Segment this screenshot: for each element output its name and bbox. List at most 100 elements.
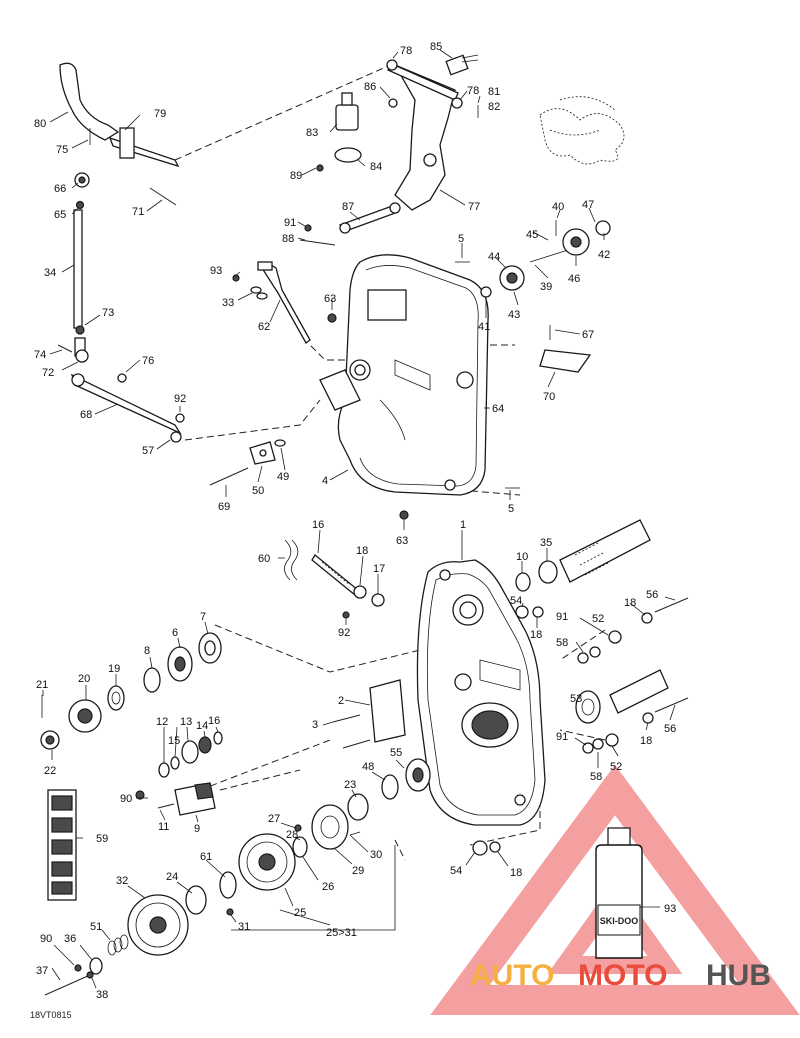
- callout-93-lower: 93: [664, 903, 676, 915]
- spring-60: [284, 539, 299, 581]
- callout-18-bottom: 18: [510, 867, 522, 879]
- callout-50: 50: [252, 485, 264, 497]
- callout-5-top: 5: [458, 233, 464, 245]
- callout-34: 34: [44, 267, 56, 279]
- callout-75: 75: [56, 144, 68, 156]
- callout-53: 53: [570, 693, 582, 705]
- washer-58-upper: [577, 652, 589, 664]
- watermark-text-auto: AUTO: [470, 959, 554, 992]
- shaft-39: [529, 249, 569, 263]
- connection-lines: [174, 62, 606, 861]
- washer-91: [304, 224, 312, 232]
- nut-52-upper: [608, 630, 622, 644]
- callout-59: 59: [96, 833, 108, 845]
- bracket-50: [249, 441, 276, 465]
- rod-end-72: [74, 337, 89, 363]
- shift-lever-80: [59, 62, 120, 141]
- bottle-label: SKI-DOO: [600, 916, 639, 926]
- callout-56-lower: 56: [664, 723, 676, 735]
- callout-17: 17: [373, 563, 385, 575]
- callout-39: 39: [540, 281, 552, 293]
- callout-16-upper: 16: [312, 519, 324, 531]
- screw-92: [342, 611, 350, 619]
- callout-93-upper: 93: [210, 265, 222, 277]
- washer-58-lower: [582, 742, 594, 754]
- nut-18: [353, 585, 367, 599]
- callout-15: 15: [168, 735, 180, 747]
- bolt-69: [209, 467, 249, 486]
- callout-91-right-lower: 91: [556, 731, 568, 743]
- sprocket-32: [127, 894, 189, 956]
- callout-77: 77: [468, 201, 480, 213]
- tensioner-screw-16: [311, 554, 359, 596]
- drive-shaft-upper: [559, 519, 651, 583]
- screw-63-bottom: [399, 510, 409, 520]
- callout-12: 12: [156, 716, 168, 728]
- screw-89: [316, 164, 324, 172]
- callout-80: 80: [34, 118, 46, 130]
- tensioner-bracket-2: [369, 679, 406, 743]
- callout-69: 69: [218, 501, 230, 513]
- callout-61: 61: [200, 851, 212, 863]
- callout-63-bottom: 63: [396, 535, 408, 547]
- callout-41: 41: [478, 321, 490, 333]
- bushing-78-right: [451, 97, 463, 109]
- cover-bracket: [319, 369, 361, 411]
- oil-bottle-illustration: SKI-DOO: [595, 827, 643, 959]
- washer-38: [86, 971, 94, 979]
- chaincase-housing-1: [416, 559, 546, 826]
- callout-36: 36: [64, 933, 76, 945]
- callout-76: 76: [142, 355, 154, 367]
- bushing-19: [107, 685, 125, 711]
- washer-18-lower: [642, 712, 654, 724]
- drive-chain-59: [47, 789, 77, 901]
- leader-lines: [42, 49, 676, 989]
- bolt-3a: [332, 714, 361, 723]
- callout-81: 81: [488, 86, 500, 98]
- callout-23: 23: [344, 779, 356, 791]
- seal-10: [515, 572, 531, 592]
- actuator-83: [335, 92, 359, 131]
- callout-8: 8: [144, 645, 150, 657]
- callout-43: 43: [508, 309, 520, 321]
- callout-32: 32: [116, 875, 128, 887]
- washer-49: [274, 439, 286, 447]
- washer-18-bottom: [489, 841, 501, 853]
- bolt-56-upper: [654, 597, 689, 613]
- callout-49: 49: [277, 471, 289, 483]
- nut-93: [232, 274, 240, 282]
- nut-54-upper: [515, 605, 529, 619]
- callout-25: 25: [294, 907, 306, 919]
- callout-19: 19: [108, 663, 120, 675]
- callout-57: 57: [142, 445, 154, 457]
- cable-62: [257, 261, 311, 344]
- callout-22: 22: [44, 765, 56, 777]
- bearing-35: [538, 560, 558, 584]
- nut-73: [75, 325, 85, 335]
- lever-shaft-79: [108, 127, 180, 168]
- drive-shaft-lower: [609, 669, 669, 714]
- callout-18-right-lower: 18: [640, 735, 652, 747]
- nut-42: [595, 220, 611, 236]
- callout-35: 35: [540, 537, 552, 549]
- ring-48: [381, 774, 399, 800]
- bolt-71: [149, 187, 177, 206]
- chaincase-cover-4: [337, 254, 489, 496]
- callout-29: 29: [352, 865, 364, 877]
- screw-30: [349, 831, 361, 836]
- gear-25: [238, 833, 296, 891]
- bushing-78-left: [386, 59, 398, 71]
- washer-33a: [250, 286, 262, 294]
- callout-73: 73: [102, 307, 114, 319]
- callout-54-lower: 54: [450, 865, 462, 877]
- nut-52-lower: [605, 733, 619, 747]
- gear-43: [499, 265, 525, 291]
- callout-18-upper: 18: [356, 545, 368, 557]
- callout-1: 1: [460, 519, 466, 531]
- callout-55: 55: [390, 747, 402, 759]
- bearing-7: [198, 632, 222, 664]
- callout-68: 68: [80, 409, 92, 421]
- bolt-37: [44, 974, 91, 996]
- screw-90-lower: [74, 964, 82, 972]
- callout-30: 30: [370, 849, 382, 861]
